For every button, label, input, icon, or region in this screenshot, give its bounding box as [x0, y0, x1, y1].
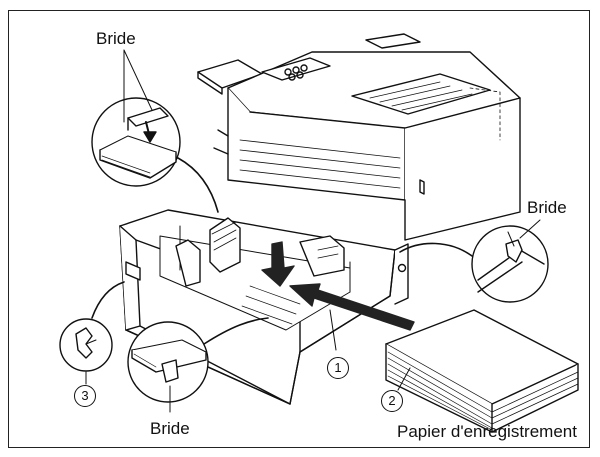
callout-1: 1: [327, 357, 349, 379]
bride-label-right: Bride: [527, 198, 567, 217]
fax-machine: [197, 33, 521, 241]
callout-2: 2: [381, 390, 403, 412]
magnifier-part-3: [59, 281, 125, 385]
bride-label-bottom: Bride: [150, 419, 190, 438]
insert-arrow: [289, 283, 415, 331]
magnifier-top-left: [91, 49, 219, 213]
papier-label: Papier d'enregistrement: [397, 422, 577, 441]
down-arrow: [261, 241, 295, 287]
bride-label-top-left: Bride: [96, 29, 136, 48]
magnifier-bottom: [127, 317, 269, 413]
magnifier-right: [399, 219, 549, 303]
paper-stack: [385, 309, 579, 433]
callout-3: 3: [74, 385, 96, 407]
